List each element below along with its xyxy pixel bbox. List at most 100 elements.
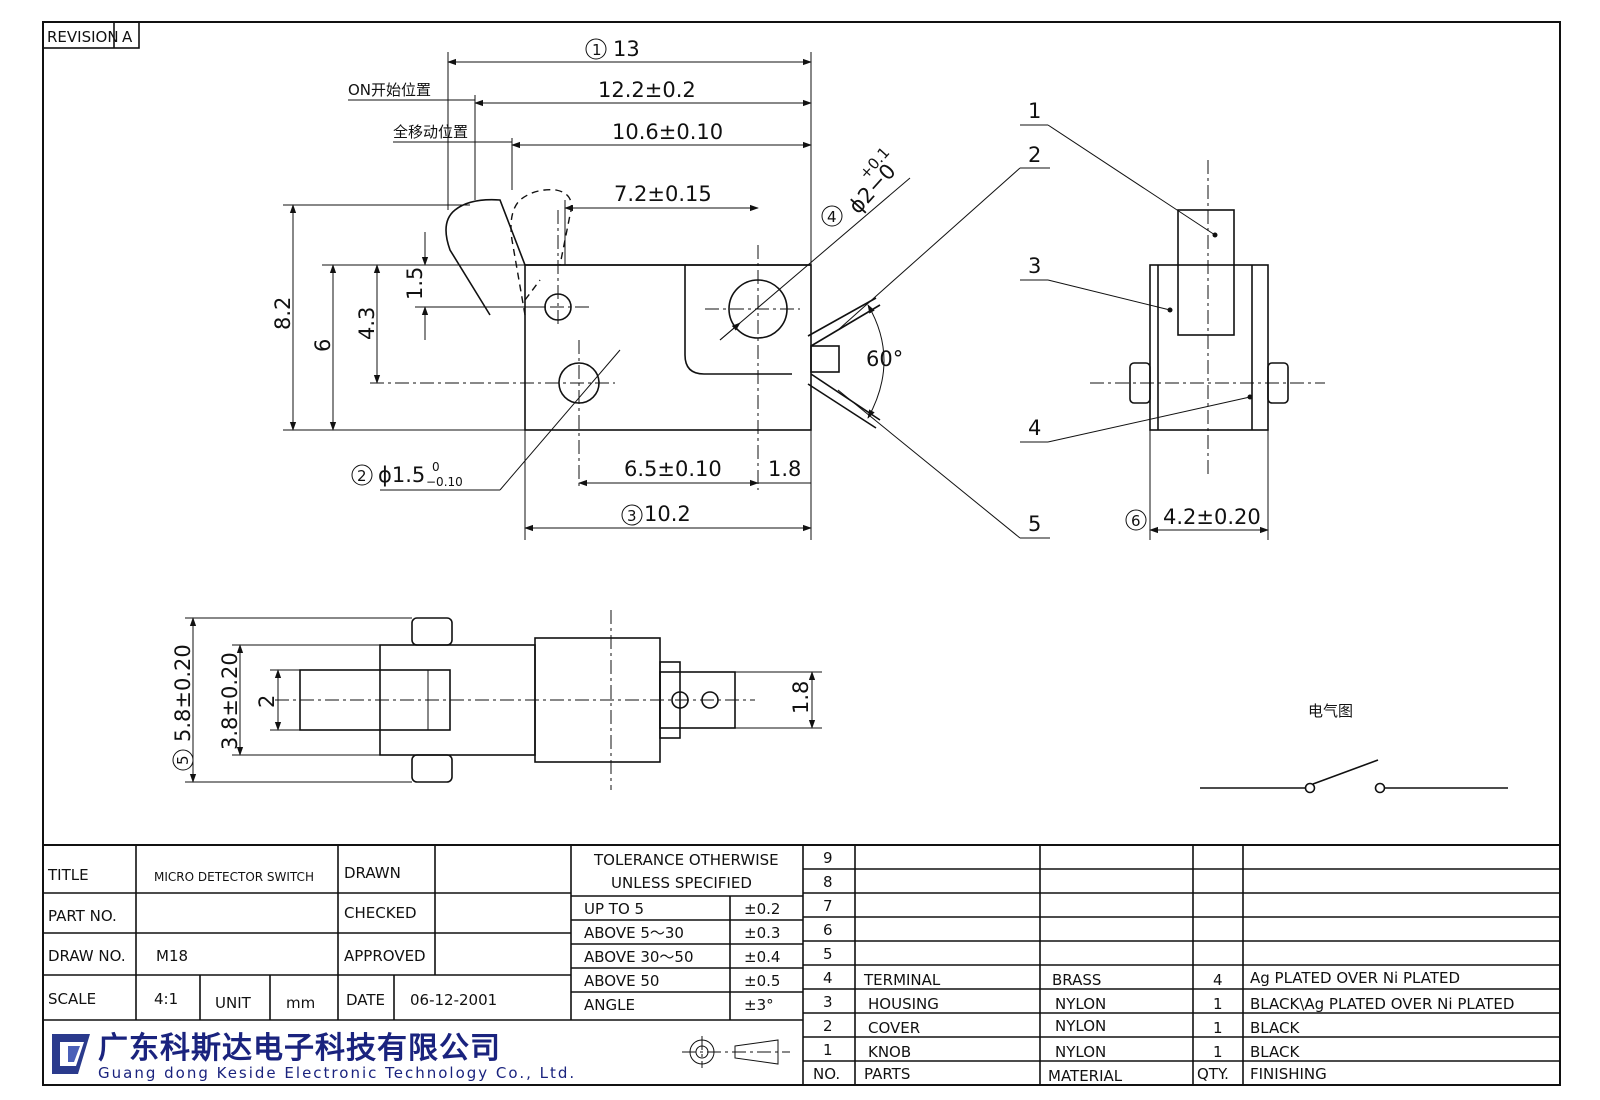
- dim-7-2: 7.2±0.15: [614, 182, 712, 206]
- dim-5-8: 5.8±0.20: [171, 644, 195, 742]
- parts-part-8: KNOB: [868, 1043, 911, 1061]
- scale-value: 4:1: [154, 990, 178, 1008]
- parts-no-3: 6: [823, 921, 833, 939]
- tolerance-range-3: ABOVE 50: [584, 972, 659, 990]
- parts-material-8: NYLON: [1055, 1043, 1106, 1061]
- parts-material-7: NYLON: [1055, 1017, 1106, 1035]
- tolerance-value-2: ±0.4: [744, 948, 780, 966]
- date-value: 06-12-2001: [410, 991, 497, 1009]
- dim-1-8: 1.8: [768, 457, 801, 481]
- marker-4: 4: [827, 208, 837, 226]
- part-no-label: PART NO.: [48, 907, 117, 925]
- approved-label: APPROVED: [344, 947, 426, 965]
- tolerance-range-4: ANGLE: [584, 996, 635, 1014]
- tolerance-value-1: ±0.3: [744, 924, 780, 942]
- projection-symbol: [682, 1036, 790, 1068]
- parts-header-material: MATERIAL: [1048, 1067, 1123, 1085]
- dim-3-8: 3.8±0.20: [218, 652, 242, 750]
- company-name-cn: 广东科斯达电子科技有限公司: [98, 1031, 501, 1066]
- parts-part-6: HOUSING: [868, 995, 939, 1013]
- tolerance-header-1: TOLERANCE OTHERWISE: [593, 851, 779, 869]
- parts-part-5: TERMINAL: [863, 971, 941, 989]
- tolerance-range-0: UP TO 5: [584, 900, 644, 918]
- marker-5: 5: [174, 755, 192, 765]
- drawn-label: DRAWN: [344, 864, 401, 882]
- parts-header-no: NO.: [813, 1065, 840, 1083]
- dim-6: 6: [311, 339, 335, 352]
- checked-label: CHECKED: [344, 904, 417, 922]
- parts-finish-6: BLACK\Ag PLATED OVER Ni PLATED: [1250, 995, 1514, 1013]
- title-block: TITLE MICRO DETECTOR SWITCH PART NO. DRA…: [43, 844, 1560, 1085]
- parts-finish-7: BLACK: [1250, 1019, 1300, 1037]
- top-view: 5.8±0.20 5 3.8±0.20 2 1.8: [171, 610, 822, 790]
- parts-finish-8: BLACK: [1250, 1043, 1300, 1061]
- parts-qty-8: 1: [1213, 1043, 1223, 1061]
- parts-material-6: NYLON: [1055, 995, 1106, 1013]
- dim-10-2: 10.2: [644, 502, 691, 526]
- dim-4-2: 4.2±0.20: [1163, 505, 1261, 529]
- unit-label: UNIT: [215, 994, 252, 1012]
- tolerance-range-2: ABOVE 30～50: [584, 948, 694, 966]
- revision-label: REVISION: [47, 28, 119, 46]
- unit-value: mm: [286, 994, 315, 1012]
- tolerance-range-1: ABOVE 5～30: [584, 924, 684, 942]
- callout-5: 5: [1028, 512, 1041, 536]
- date-label: DATE: [346, 991, 385, 1009]
- dim-4-3: 4.3: [355, 307, 379, 340]
- parts-no-7: 2: [823, 1017, 833, 1035]
- callout-4: 4: [1028, 416, 1041, 440]
- marker-6: 6: [1131, 512, 1141, 530]
- tolerance-value-4: ±3°: [744, 996, 774, 1014]
- parts-material-5: BRASS: [1052, 971, 1101, 989]
- dim-8-2: 8.2: [271, 297, 295, 330]
- draw-no-value: M18: [156, 947, 188, 965]
- parts-no-6: 3: [823, 993, 833, 1011]
- dim-1-8-top: 1.8: [789, 681, 813, 714]
- parts-part-7: COVER: [868, 1019, 920, 1037]
- dim-6-5: 6.5±0.10: [624, 457, 722, 481]
- company-name-en: Guang dong Keside Electronic Technology …: [98, 1064, 576, 1082]
- title-value: MICRO DETECTOR SWITCH: [154, 870, 314, 884]
- parts-no-8: 1: [823, 1041, 833, 1059]
- parts-no-0: 9: [823, 849, 833, 867]
- title-label: TITLE: [47, 866, 89, 884]
- electrical-diagram: 电气图: [1200, 702, 1508, 794]
- front-view: 1 13 12.2±0.2 10.6±0.10 7.2±0.15 ON开始位置 …: [271, 37, 1050, 540]
- tolerance-header-2: UNLESS SPECIFIED: [611, 874, 752, 892]
- dim-12-2: 12.2±0.2: [598, 78, 696, 102]
- marker-3: 3: [627, 507, 637, 525]
- parts-header-qty: QTY.: [1197, 1065, 1229, 1083]
- dim-dia-1-5-tol-dn: −0.10: [426, 475, 463, 489]
- marker-1: 1: [592, 41, 602, 59]
- revision-value: A: [122, 28, 133, 46]
- callout-2: 2: [1028, 143, 1041, 167]
- tolerance-value-3: ±0.5: [744, 972, 780, 990]
- parts-qty-5: 4: [1213, 971, 1223, 989]
- drawing-frame: [42, 21, 1561, 1086]
- revision-box: REVISION A: [42, 21, 140, 49]
- callout-3: 3: [1028, 254, 1041, 278]
- dim-dia-1-5-tol-up: 0: [432, 460, 440, 474]
- tolerance-value-0: ±0.2: [744, 900, 780, 918]
- label-on-start: ON开始位置: [348, 81, 431, 99]
- side-view: 1 3 4 6 4.2±0.20: [1020, 99, 1325, 540]
- company-logo: [52, 1034, 90, 1074]
- parts-header-parts: PARTS: [864, 1065, 910, 1083]
- callout-1: 1: [1028, 99, 1041, 123]
- parts-no-2: 7: [823, 897, 833, 915]
- parts-header-finishing: FINISHING: [1250, 1065, 1327, 1083]
- dim-13: 13: [613, 37, 640, 61]
- parts-no-1: 8: [823, 873, 833, 891]
- parts-qty-7: 1: [1213, 1019, 1223, 1037]
- parts-no-5: 4: [823, 969, 833, 987]
- parts-no-4: 5: [823, 945, 833, 963]
- electrical-label: 电气图: [1308, 702, 1353, 720]
- parts-qty-6: 1: [1213, 995, 1223, 1013]
- dim-angle-60: 60°: [866, 347, 903, 371]
- dim-dia-1-5: ϕ1.5: [378, 463, 425, 487]
- parts-finish-5: Ag PLATED OVER Ni PLATED: [1250, 969, 1460, 987]
- dim-10-6: 10.6±0.10: [612, 120, 723, 144]
- draw-no-label: DRAW NO.: [48, 947, 126, 965]
- scale-label: SCALE: [48, 990, 96, 1008]
